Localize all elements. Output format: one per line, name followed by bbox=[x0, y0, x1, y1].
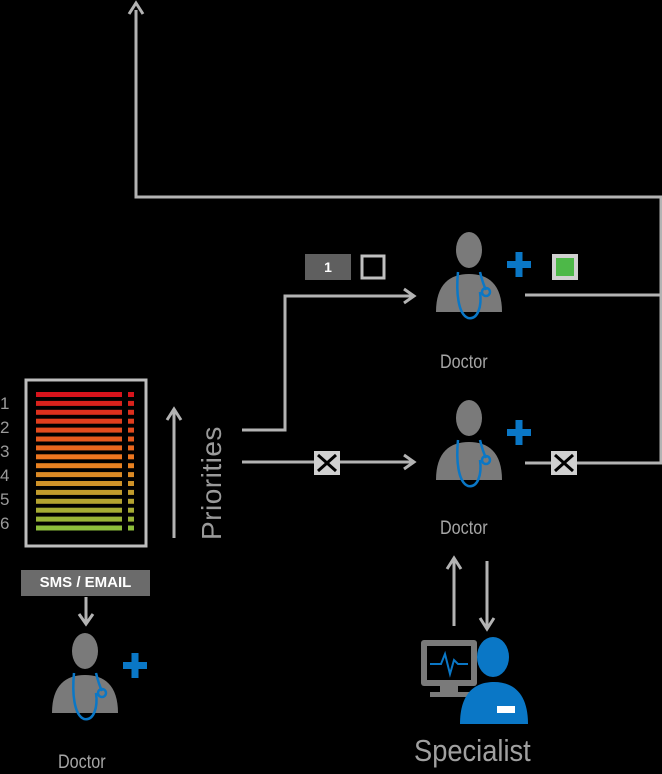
route-line-top bbox=[242, 294, 412, 432]
priorities-label: Priorities bbox=[196, 426, 227, 540]
priority-dot bbox=[128, 507, 134, 513]
priority-dot bbox=[128, 427, 134, 433]
priority-bar bbox=[36, 498, 122, 504]
priority-dot bbox=[128, 525, 134, 531]
checkbox-checked-icon bbox=[552, 254, 578, 280]
priority-dot bbox=[128, 481, 134, 486]
priority-level: 1 bbox=[0, 394, 10, 413]
priority-dot bbox=[128, 472, 134, 478]
priority-bar bbox=[36, 427, 122, 433]
priority-level: 4 bbox=[0, 466, 10, 485]
priority-dot bbox=[128, 516, 134, 522]
priority-dot bbox=[128, 436, 134, 442]
priority-bars bbox=[36, 392, 134, 531]
priority-bar bbox=[36, 392, 122, 397]
priority-dot bbox=[128, 445, 134, 451]
specialist-icon bbox=[460, 637, 528, 724]
sms-email-badge: SMS / EMAIL bbox=[21, 570, 150, 596]
priority-dot bbox=[128, 489, 134, 495]
arrow-up-icon bbox=[127, 0, 145, 15]
queue-count-box: 1 bbox=[305, 254, 351, 280]
priority-dot bbox=[128, 498, 134, 504]
priority-dot bbox=[128, 400, 134, 406]
checkbox-empty-icon bbox=[360, 254, 386, 280]
priority-bar bbox=[36, 481, 122, 486]
doctor-icon-top bbox=[434, 230, 533, 320]
priority-bar bbox=[36, 400, 122, 406]
priority-bar bbox=[36, 507, 122, 513]
priority-bar bbox=[36, 525, 122, 531]
priority-level: 5 bbox=[0, 490, 10, 509]
priority-bar bbox=[36, 472, 122, 478]
doctor-label-bottom: Doctor bbox=[58, 752, 106, 773]
rejected-x-icon bbox=[551, 451, 577, 475]
priority-dot bbox=[128, 418, 134, 424]
priority-level: 3 bbox=[0, 442, 10, 461]
doctor-icon-mid bbox=[434, 398, 533, 488]
priority-level: 6 bbox=[0, 514, 10, 533]
priority-bar bbox=[36, 454, 122, 460]
priority-level: 2 bbox=[0, 418, 10, 437]
priority-bar bbox=[36, 436, 122, 442]
priority-dot bbox=[128, 409, 134, 415]
doctor-label-top: Doctor bbox=[440, 352, 488, 373]
specialist-monitor-icon bbox=[421, 640, 477, 697]
priority-bar bbox=[36, 463, 122, 469]
priority-bar bbox=[36, 445, 122, 451]
priority-dot bbox=[128, 392, 134, 397]
priority-bar bbox=[36, 418, 122, 424]
priority-bar bbox=[36, 516, 122, 522]
loop-line bbox=[134, 10, 662, 465]
priority-dot bbox=[128, 454, 134, 460]
priority-bar bbox=[36, 409, 122, 415]
arrow-right-icon bbox=[403, 287, 417, 305]
specialist-label: Specialist bbox=[414, 733, 531, 768]
rejected-x-icon bbox=[314, 451, 340, 475]
priority-dot bbox=[128, 463, 134, 469]
doctor-icon-bottom bbox=[50, 631, 149, 721]
priority-bar bbox=[36, 489, 122, 495]
doctor-label-mid: Doctor bbox=[440, 518, 488, 539]
